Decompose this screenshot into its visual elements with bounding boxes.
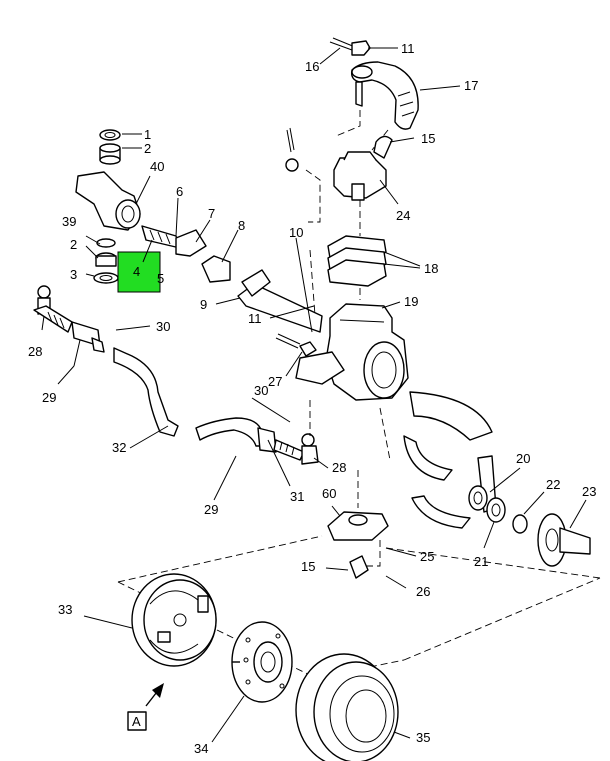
- callout-32: 32: [112, 440, 126, 455]
- callout-28: 28: [28, 344, 42, 359]
- callout-2: 2: [70, 237, 77, 252]
- wheel-hub: [231, 621, 293, 703]
- callout-33: 33: [58, 602, 72, 617]
- highlight-label: 4: [133, 264, 140, 279]
- view-arrow: [127, 683, 164, 731]
- callout-1: 1: [144, 127, 151, 142]
- callout-7: 7: [208, 206, 215, 221]
- tie-rod-nut-and-pin: [275, 249, 317, 357]
- callout-18: 18: [424, 261, 438, 276]
- callout-24: 24: [396, 208, 410, 223]
- wheel-bearings-and-hub: [379, 407, 591, 567]
- callout-17: 17: [464, 78, 478, 93]
- callout-30: 30: [254, 383, 268, 398]
- callout-6: 6: [176, 184, 183, 199]
- steering-knuckle: [295, 303, 409, 401]
- highlight-box[interactable]: [117, 251, 161, 293]
- callout-11: 11: [248, 311, 262, 326]
- callout-5: 5: [157, 271, 164, 286]
- callout-28: 28: [332, 460, 346, 475]
- callout-15: 15: [421, 131, 435, 146]
- callout-34: 34: [194, 741, 208, 756]
- callout-16: 16: [305, 59, 319, 74]
- callout-20: 20: [516, 451, 530, 466]
- callout-labels: 1 2 2 3 5 6 7 8 9 10 11 11 15 15 16 17 1…: [28, 41, 596, 756]
- callout-40: 40: [150, 159, 164, 174]
- shim-stack: [327, 235, 387, 300]
- callout-26: 26: [416, 584, 430, 599]
- highlighted-part-4[interactable]: 4: [117, 239, 161, 293]
- tie-rod-end-left: [33, 285, 73, 333]
- callout-9: 9: [200, 297, 207, 312]
- callout-29: 29: [204, 502, 218, 517]
- callout-31: 31: [290, 489, 304, 504]
- callout-15: 15: [301, 559, 315, 574]
- callout-35: 35: [416, 730, 430, 745]
- callout-8: 8: [238, 218, 245, 233]
- brake-assembly: [131, 573, 217, 667]
- callout-19: 19: [404, 294, 418, 309]
- drag-link-hose: [71, 321, 319, 465]
- callout-60: 60: [322, 486, 336, 501]
- tie-rod: [237, 269, 323, 333]
- callout-27: 27: [268, 374, 282, 389]
- view-marker-label: A: [132, 714, 141, 729]
- kingpin-bearing-set: [75, 129, 231, 284]
- callout-11: 11: [401, 41, 415, 56]
- brake-drum: [295, 653, 399, 761]
- callout-29: 29: [42, 390, 56, 405]
- callout-21: 21: [474, 554, 488, 569]
- upper-arm-assembly: [329, 37, 419, 151]
- callout-30: 30: [156, 319, 170, 334]
- callout-2: 2: [144, 141, 151, 156]
- callout-10: 10: [289, 225, 303, 240]
- callout-25: 25: [420, 549, 434, 564]
- grease-fitting-upper: [373, 135, 393, 159]
- callout-23: 23: [582, 484, 596, 499]
- callout-22: 22: [546, 477, 560, 492]
- leader-lines: [41, 47, 587, 743]
- lower-kingpin-cap: [309, 400, 389, 579]
- callout-3: 3: [70, 267, 77, 282]
- callout-39: 39: [62, 214, 76, 229]
- steering-arm-bracket: [285, 127, 387, 236]
